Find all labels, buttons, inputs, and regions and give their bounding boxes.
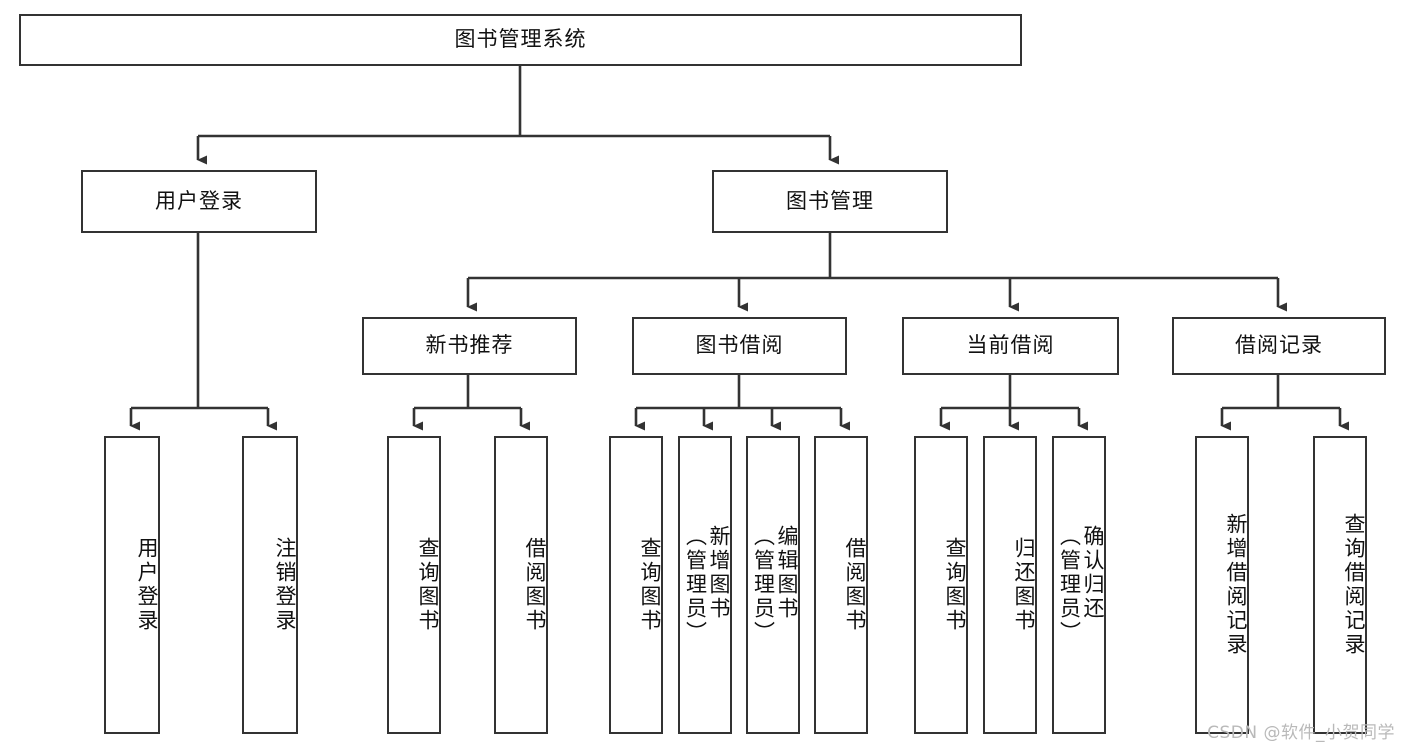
leaf-records-query[interactable]: 查询借阅记录: [1313, 436, 1367, 734]
leaf-label: 归还图书: [1012, 537, 1036, 633]
leaf-book-borrow-add[interactable]: 新增图书 （管理员）: [678, 436, 732, 734]
leaf-label: 新增图书 （管理员）: [683, 525, 731, 645]
node-book-management[interactable]: 图书管理: [712, 170, 948, 233]
node-new-book-recommend-label: 新书推荐: [425, 333, 514, 358]
leaf-label: 注销登录: [273, 537, 297, 633]
leaf-user-login-login[interactable]: 用户登录: [104, 436, 160, 734]
leaf-book-borrow-edit[interactable]: 编辑图书 （管理员）: [746, 436, 800, 734]
leaf-label: 借阅图书: [523, 537, 547, 633]
leaf-label: 借阅图书: [843, 537, 867, 633]
leaf-new-book-query[interactable]: 查询图书: [387, 436, 441, 734]
node-current-borrow-label: 当前借阅: [966, 333, 1055, 358]
leaf-label: 新增借阅记录: [1224, 513, 1248, 657]
leaf-label: 查询借阅记录: [1342, 513, 1366, 657]
node-borrow-records-label: 借阅记录: [1235, 333, 1323, 358]
node-new-book-recommend[interactable]: 新书推荐: [362, 317, 577, 375]
leaf-label: 编辑图书 （管理员）: [751, 525, 799, 645]
leaf-current-borrow-return[interactable]: 归还图书: [983, 436, 1037, 734]
leaf-current-borrow-confirm[interactable]: 确认归还 （管理员）: [1052, 436, 1106, 734]
node-book-borrow[interactable]: 图书借阅: [632, 317, 847, 375]
watermark: CSDN @软件_小贺同学: [1207, 723, 1395, 743]
leaf-label: 用户登录: [135, 537, 159, 633]
node-user-login[interactable]: 用户登录: [81, 170, 317, 233]
node-current-borrow[interactable]: 当前借阅: [902, 317, 1119, 375]
leaf-new-book-borrow[interactable]: 借阅图书: [494, 436, 548, 734]
leaf-label: 确认归还 （管理员）: [1057, 525, 1105, 645]
leaf-book-borrow-query[interactable]: 查询图书: [609, 436, 663, 734]
leaf-label: 查询图书: [416, 537, 440, 633]
leaf-records-add[interactable]: 新增借阅记录: [1195, 436, 1249, 734]
node-borrow-records[interactable]: 借阅记录: [1172, 317, 1386, 375]
node-user-login-label: 用户登录: [155, 188, 243, 213]
leaf-label: 查询图书: [943, 537, 967, 633]
leaf-label: 查询图书: [638, 537, 662, 633]
node-root[interactable]: 图书管理系统: [19, 14, 1022, 66]
leaf-current-borrow-query[interactable]: 查询图书: [914, 436, 968, 734]
leaf-book-borrow-borrow[interactable]: 借阅图书: [814, 436, 868, 734]
node-book-management-label: 图书管理: [786, 188, 874, 213]
node-book-borrow-label: 图书借阅: [695, 333, 784, 358]
leaf-user-login-logout[interactable]: 注销登录: [242, 436, 298, 734]
node-root-label: 图书管理系统: [454, 27, 587, 52]
